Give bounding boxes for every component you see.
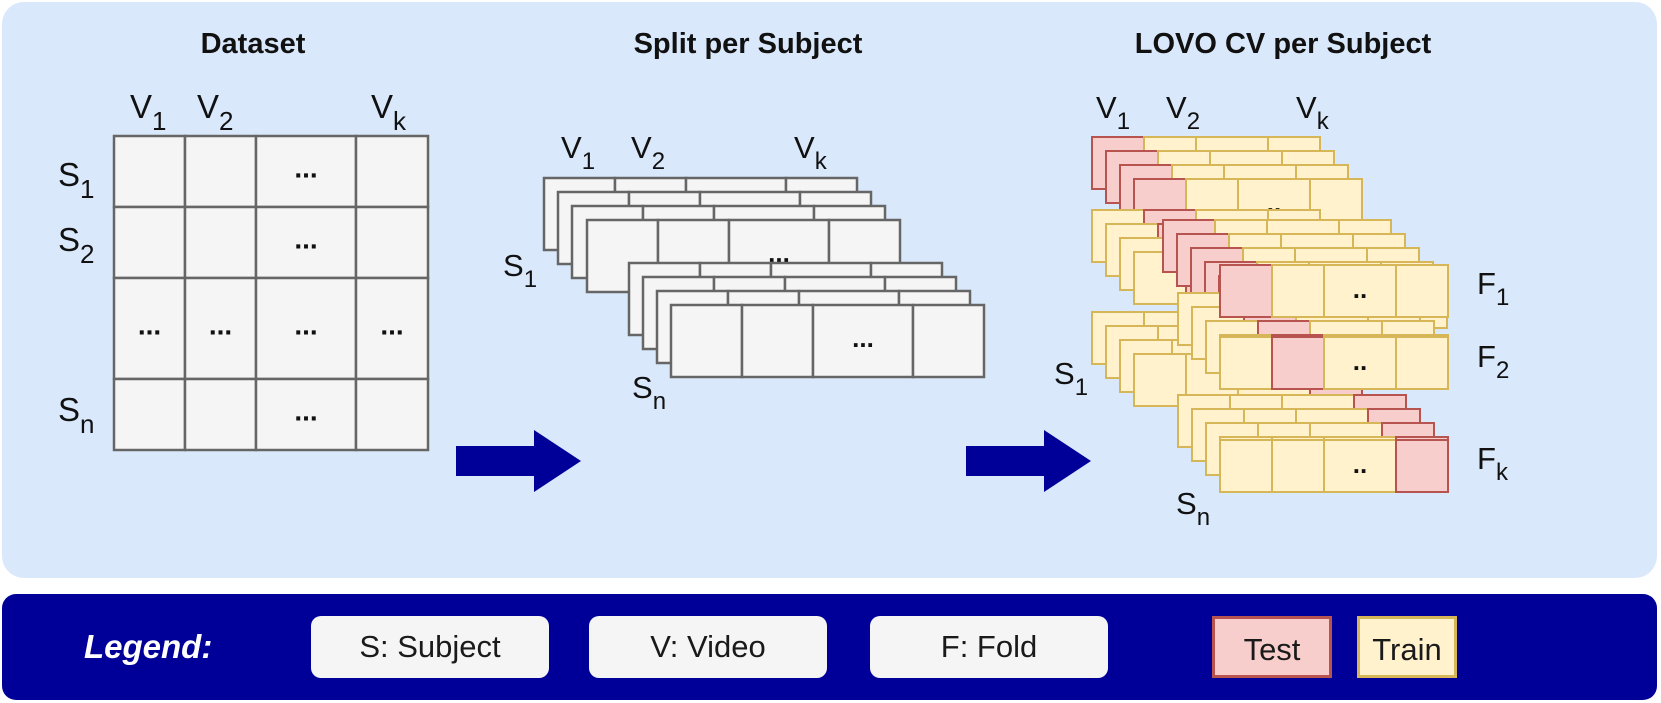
dataset-ellipsis: ... (209, 310, 232, 341)
dataset-ellipsis: ... (380, 310, 403, 341)
lovo-train-cell (1271, 264, 1325, 318)
dataset-cell (112, 205, 187, 280)
dataset-ellipsis: ... (294, 396, 317, 427)
dataset-ellipsis: ... (294, 224, 317, 255)
split-cell (669, 303, 744, 379)
legend-subject-box: S: Subject (311, 616, 549, 678)
split-ellipsis: ... (852, 323, 874, 353)
dataset-label-v2: V2 (197, 88, 233, 136)
lovo-train-cell (1395, 336, 1449, 390)
dataset-cell (354, 205, 430, 280)
lovo-ellipsis: .. (1353, 346, 1367, 376)
dataset-cell (112, 377, 187, 452)
dataset-ellipsis: ... (294, 310, 317, 341)
dataset-title: Dataset (201, 28, 306, 60)
lovo-label-f1: F1 (1477, 266, 1509, 311)
arrow-right-1 (456, 430, 581, 492)
lovo-ellipsis: .. (1353, 449, 1367, 479)
lovo-label-sn: Sn (1176, 486, 1210, 531)
dataset-label-s2: S2 (58, 221, 94, 269)
arrow-right-2 (966, 430, 1091, 492)
dataset-label-vk: Vk (371, 88, 407, 136)
dataset-label-v1: V1 (130, 88, 166, 136)
dataset-cell (254, 134, 358, 209)
lovo-test-cell (1219, 264, 1273, 318)
split-label-s1: S1 (503, 248, 537, 293)
lovo-label-f2: F2 (1477, 339, 1509, 384)
dataset-cell (183, 205, 258, 280)
dataset-cell (112, 134, 187, 209)
split-ellipsis: ... (768, 238, 790, 268)
legend-title: Legend: (84, 628, 213, 665)
dataset-cell (112, 276, 187, 381)
split-label-vk: Vk (794, 130, 828, 175)
dataset-ellipsis: ... (294, 153, 317, 184)
lovo-ellipsis: .. (1353, 274, 1367, 304)
lovo-train-cell (1395, 264, 1449, 318)
dataset-cell (183, 134, 258, 209)
lovo-label-fk: Fk (1477, 441, 1509, 486)
split-title: Split per Subject (634, 28, 863, 60)
lovo-label-v2: V2 (1166, 90, 1200, 135)
split-cell (740, 303, 815, 379)
lovo-test-cell (1271, 336, 1325, 390)
lovo-train-cell (1219, 439, 1273, 493)
split-label-sn: Sn (632, 370, 666, 415)
lovo-label-v1: V1 (1096, 90, 1130, 135)
legend-fold-box: F: Fold (870, 616, 1108, 678)
dataset-cell (354, 377, 430, 452)
lovo-test-cell (1395, 439, 1449, 493)
lovo-title: LOVO CV per Subject (1135, 28, 1432, 60)
dataset-ellipsis: ... (138, 310, 161, 341)
legend-video-box: V: Video (589, 616, 827, 678)
lovo-label-vk: Vk (1296, 90, 1330, 135)
legend-train-swatch: Train (1357, 616, 1457, 678)
legend-test-swatch: Test (1212, 616, 1332, 678)
split-label-v1: V1 (561, 130, 595, 175)
dataset-cell (183, 377, 258, 452)
dataset-cell (354, 134, 430, 209)
lovo-train-cell (1323, 264, 1397, 318)
legend-bar: Legend: S: Subject V: Video F: Fold Test… (2, 594, 1657, 700)
dataset-label-sn: Sn (58, 391, 94, 439)
dataset-cell (254, 205, 358, 280)
split-cell (911, 303, 986, 379)
lovo-train-cell (1219, 336, 1273, 390)
lovo-train-cell (1271, 439, 1325, 493)
dataset-label-s1: S1 (58, 156, 94, 204)
lovo-label-s1: S1 (1054, 356, 1088, 401)
split-label-v2: V2 (631, 130, 665, 175)
